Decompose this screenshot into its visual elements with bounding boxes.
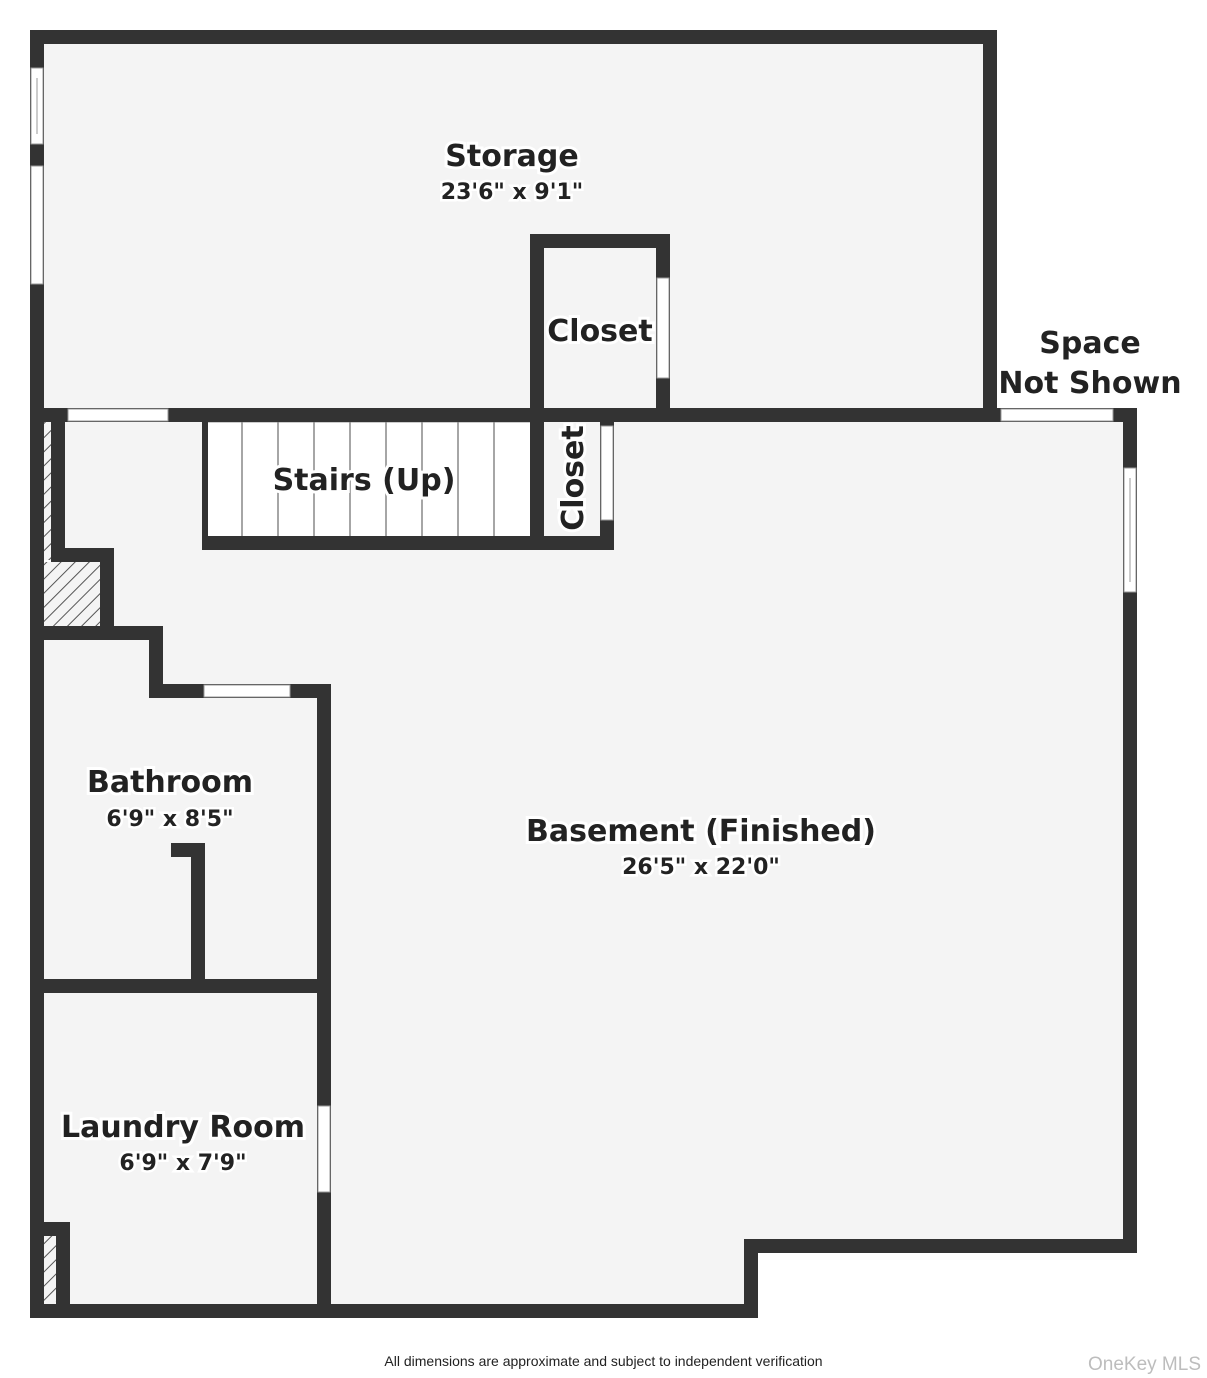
basement-dims: 26'5" x 22'0" xyxy=(622,855,780,880)
space-not-shown-line1: Space xyxy=(1039,326,1140,361)
basement-label: Basement (Finished) xyxy=(526,814,876,849)
column-hatch-left xyxy=(44,420,52,560)
closet-upper-label: Closet xyxy=(547,314,652,349)
laundry-label: Laundry Room xyxy=(61,1110,305,1145)
stairs-label: Stairs (Up) xyxy=(273,463,456,498)
watermark-text: OneKey MLS xyxy=(1088,1354,1201,1375)
column-hatch-laundry xyxy=(44,1236,58,1302)
windows xyxy=(30,67,1137,1193)
bathroom-dims: 6'9" x 8'5" xyxy=(106,807,233,832)
chimney-hatch xyxy=(44,562,100,626)
closet-small-label: Closet xyxy=(556,425,591,530)
bathroom-label: Bathroom xyxy=(87,765,253,800)
laundry-dims: 6'9" x 7'9" xyxy=(119,1151,246,1176)
storage-label: Storage xyxy=(445,139,578,174)
laundry-floor xyxy=(44,986,324,1306)
storage-floor xyxy=(44,44,983,415)
storage-dims: 23'6" x 9'1" xyxy=(441,180,583,205)
space-not-shown-line2: Not Shown xyxy=(998,366,1181,401)
stairs xyxy=(203,421,533,543)
disclaimer-text: All dimensions are approximate and subje… xyxy=(384,1353,823,1369)
